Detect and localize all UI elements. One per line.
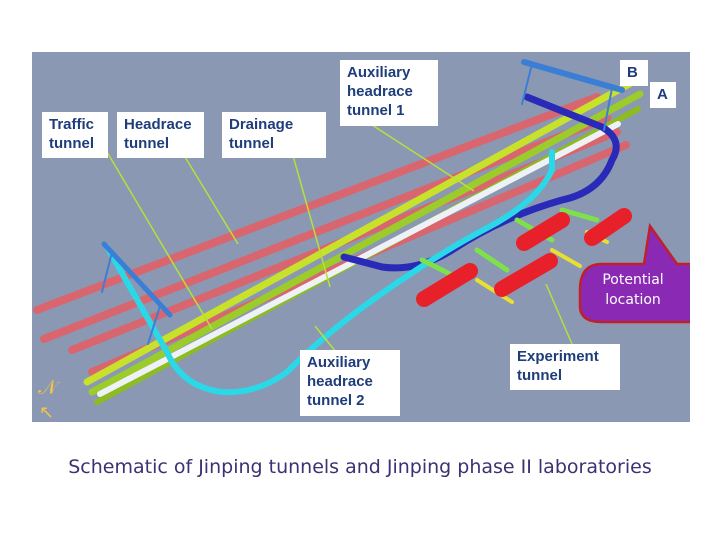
drainage-label-line-1: Drainage <box>229 116 294 133</box>
compass-arrow-icon: ↖ <box>39 402 54 422</box>
drainage-tunnel-label: Drainage tunnel <box>222 112 326 158</box>
aux-tunnel-1-label: Auxiliary headrace tunnel 1 <box>340 60 438 126</box>
experiment-label-line-1: Experiment <box>517 348 599 365</box>
aux1-label-line-3: tunnel 1 <box>347 102 405 119</box>
portal-a-label: A <box>650 82 676 108</box>
traffic-label-line-2: tunnel <box>49 135 94 152</box>
aux-tunnel-2-line <box>104 149 555 396</box>
tunnel-diagram: 𝒩 ↖ <box>33 59 690 422</box>
aux1-label-line-1: Auxiliary <box>347 64 411 81</box>
traffic-label-line-1: Traffic <box>49 116 95 133</box>
experiment-label-line-2: tunnel <box>517 367 562 384</box>
headrace-tunnel-label: Headrace tunnel <box>117 112 204 158</box>
aux2-label-line-3: tunnel 2 <box>307 392 365 409</box>
compass-icon: 𝒩 <box>38 375 60 399</box>
aux-tunnel-2-label: Auxiliary headrace tunnel 2 <box>300 350 400 416</box>
figure-caption: Schematic of Jinping tunnels and Jinping… <box>68 456 652 478</box>
aux1-label-line-2: headrace <box>347 83 413 100</box>
headrace-label-line-2: tunnel <box>124 135 169 152</box>
traffic-tunnel-label: Traffic tunnel <box>42 112 108 158</box>
aux2-label-line-2: headrace <box>307 373 373 390</box>
portal-structures <box>101 59 625 345</box>
experiment-halls <box>416 208 632 307</box>
tunnel-schematic: 𝒩 ↖ Traffic tunnel Headrace tunnel Drain… <box>32 52 690 422</box>
callout-bubble <box>578 222 690 324</box>
headrace-label-line-1: Headrace <box>124 116 192 133</box>
portal-b-label: B <box>620 60 648 86</box>
callout-text: Potential location <box>566 270 700 310</box>
experiment-tunnel-label: Experiment tunnel <box>510 344 620 390</box>
callout-line-2: location <box>605 292 661 308</box>
drainage-label-line-2: tunnel <box>229 135 274 152</box>
callout-line-1: Potential <box>602 272 664 288</box>
aux2-label-line-1: Auxiliary <box>307 354 371 371</box>
